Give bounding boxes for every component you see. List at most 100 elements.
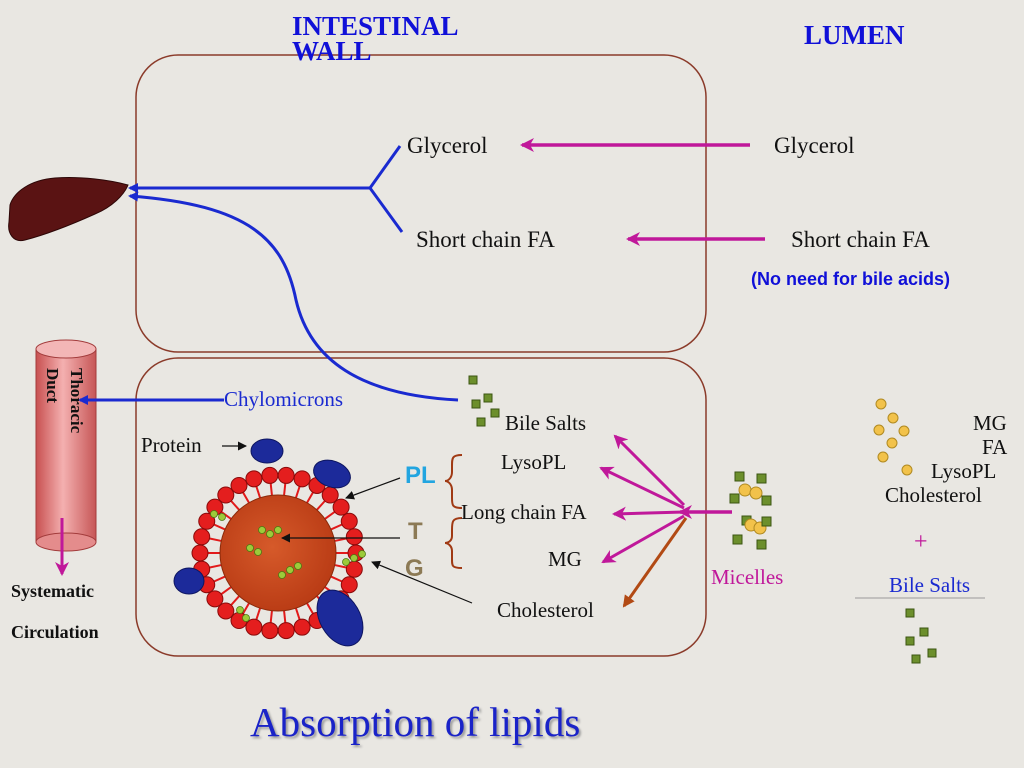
apoprotein-bottom-icon: [316, 589, 364, 647]
triglyceride-core: [219, 494, 337, 612]
duct-word: Duct: [43, 368, 62, 403]
intestinal-wall-heading: INTESTINAL WALL: [292, 11, 458, 66]
wall-cholesterol: Cholesterol: [497, 598, 594, 622]
phospholipid-head: [193, 528, 211, 546]
phospholipid-tail: [229, 499, 240, 511]
thoracic-duct-icon: [35, 339, 97, 552]
phospholipid-layer: [191, 466, 365, 640]
chylomicrons-label: Chylomicrons: [224, 387, 343, 411]
phospholipid-tail: [306, 602, 315, 615]
wall-glycerol: Glycerol: [407, 133, 488, 158]
page-title: Absorption of lipids: [250, 699, 581, 745]
arrow-to-cholesterol: [622, 517, 688, 608]
phospholipid-tail: [330, 575, 344, 583]
lumen-lysopl: LysoPL: [931, 459, 997, 483]
lumen-glycerol: Glycerol: [774, 133, 855, 158]
tg-label-g: G: [405, 555, 424, 582]
pl-pointer: [345, 477, 401, 500]
phospholipid-head: [198, 512, 216, 530]
phospholipid-head: [340, 576, 358, 594]
phospholipid-tail: [334, 537, 348, 542]
phospholipid-head: [277, 622, 295, 640]
lumen-bile-salts: Bile Salts: [889, 573, 971, 597]
phospholipid-head: [261, 622, 279, 640]
phospholipid-tail: [294, 607, 301, 621]
systematic-label: Systematic: [11, 581, 94, 601]
phospholipid-tail: [208, 537, 222, 542]
lumen-fa: FA: [982, 435, 1008, 459]
core-lipids: [210, 510, 366, 622]
circulation-label: Circulation: [11, 622, 99, 642]
phospholipid-head: [277, 466, 295, 484]
arrow-to-bile-salts: [613, 434, 686, 507]
thoracic-word: Thoracic: [67, 368, 86, 434]
no-bile-note: (No need for bile acids): [751, 269, 951, 289]
phospholipid-tail: [283, 610, 287, 624]
phospholipid-tail: [241, 602, 250, 615]
phospholipid-tail: [330, 523, 344, 531]
upper-cell-box: [135, 54, 707, 353]
wall-mg: MG: [548, 547, 582, 571]
phospholipid-tail: [219, 510, 232, 520]
phospholipid-tail: [316, 499, 327, 511]
arrow-to-mg: [601, 514, 685, 564]
phospholipid-tail: [334, 564, 348, 569]
tg-label-t: T: [408, 518, 423, 545]
wall-long-chain-fa: Long chain FA: [461, 500, 587, 524]
apoprotein-left-icon: [173, 567, 205, 595]
protein-label: Protein: [141, 433, 202, 457]
wall-lysopl: LysoPL: [501, 450, 567, 474]
pl-label: PL: [405, 462, 436, 489]
lower-cell-box: [135, 357, 707, 657]
phospholipid-head: [206, 590, 224, 608]
thoracic-duct-label: Thoracic Duct: [38, 368, 88, 468]
phospholipid-head: [191, 544, 209, 562]
phospholipid-tail: [229, 595, 240, 607]
phospholipid-head: [217, 486, 235, 504]
tg-brace: [444, 517, 463, 569]
lumen-mg: MG: [973, 411, 1007, 435]
phospholipid-tail: [219, 586, 232, 596]
phospholipid-head: [293, 618, 311, 636]
lumen-bile-salts-cluster: [905, 608, 937, 664]
lumen-heading: LUMEN: [804, 20, 905, 50]
phospholipid-tail: [241, 491, 250, 504]
protein-icon: [250, 438, 284, 464]
chylomicron-particle: [173, 438, 366, 647]
phospholipid-tail: [269, 482, 273, 496]
micelles-icon: [729, 471, 772, 550]
wall-bile-salts: Bile Salts: [505, 411, 587, 435]
cholesterol-pointer: [371, 560, 473, 604]
arrow-chylomicron-to-liver: [128, 191, 459, 402]
apoprotein-right-icon: [313, 459, 351, 489]
phospholipid-head: [261, 466, 279, 484]
phospholipid-tail: [255, 485, 262, 499]
pl-brace: [444, 454, 463, 509]
phospholipid-tail: [255, 607, 262, 621]
bile-salts-cluster-wall: [468, 375, 500, 427]
micelles-label: Micelles: [711, 565, 784, 589]
phospholipid-head: [332, 498, 350, 516]
fork-glycerol: [368, 145, 402, 189]
phospholipid-tail: [269, 610, 273, 624]
liver-icon: [8, 177, 129, 242]
fork-short-chain: [368, 187, 404, 233]
lumen-lipid-cluster: [873, 398, 913, 476]
phospholipid-tail: [208, 564, 222, 569]
phospholipid-tail: [212, 575, 226, 583]
lumen-short-chain-fa: Short chain FA: [791, 227, 930, 252]
lumen-cholesterol: Cholesterol: [885, 483, 982, 507]
phospholipid-head: [345, 528, 363, 546]
phospholipid-head: [245, 618, 263, 636]
arrow-to-long-chain-fa: [612, 506, 685, 521]
plus-sign: +: [914, 529, 928, 555]
arrow-to-lysopl: [599, 466, 685, 510]
phospholipid-head: [230, 476, 248, 494]
phospholipid-tail: [283, 482, 287, 496]
phospholipid-tail: [324, 510, 337, 520]
wall-short-chain-fa: Short chain FA: [416, 227, 555, 252]
phospholipid-head: [217, 602, 235, 620]
phospholipid-tail: [294, 485, 301, 499]
phospholipid-tail: [306, 491, 315, 504]
